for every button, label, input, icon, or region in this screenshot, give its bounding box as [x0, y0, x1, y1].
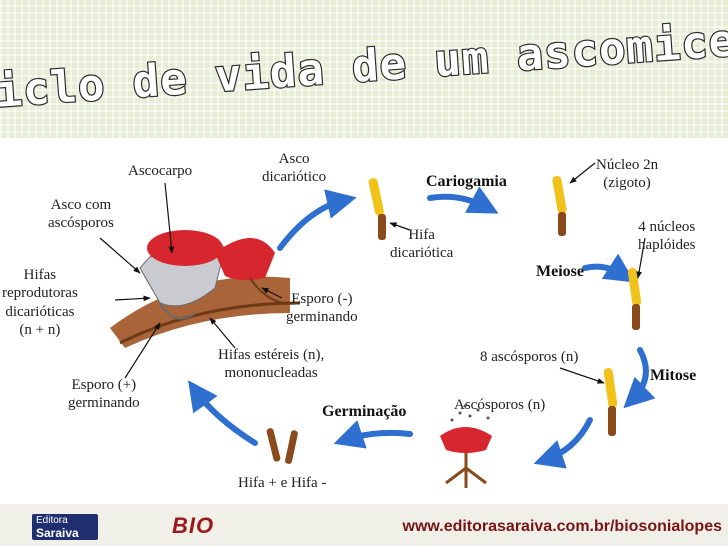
label-8-ascosporos: 8 ascósporos (n) — [480, 349, 579, 365]
label-esporo-menos: Esporo (-)germinando — [286, 291, 358, 326]
ascus-dicariotico — [368, 178, 386, 240]
leader-hifas-rep — [114, 295, 151, 302]
ascus-oito-ascosporos — [603, 368, 618, 436]
label-ascosporos: Ascósporos (n) — [454, 397, 546, 413]
leader-esporo-mais — [124, 322, 161, 379]
footer-bar — [0, 504, 728, 546]
leader-8ascosporos — [559, 367, 605, 384]
leader-esporo-menos — [261, 287, 283, 299]
arrow-cariogamia — [427, 186, 499, 214]
arrow-mitose — [623, 347, 656, 409]
arrow-to-ascosporos — [533, 417, 593, 469]
leader-nucleo — [569, 162, 596, 184]
leader-hifa-dic — [389, 222, 411, 231]
leader-lines — [99, 162, 646, 384]
label-germinacao: Germinação — [322, 403, 407, 420]
hifa-mais-menos — [266, 428, 298, 464]
label-nucleo-2n: Núcleo 2n(zigoto) — [596, 157, 659, 192]
label-meiose: Meiose — [536, 263, 584, 280]
label-mitose: Mitose — [650, 367, 697, 384]
brand-logo: Editora Saraiva — [32, 514, 98, 540]
arrow-meiose — [582, 253, 636, 283]
label-hifas-estereis: Hifas estéreis (n),mononucleadas — [218, 347, 325, 382]
ascus-zigoto — [552, 176, 567, 236]
leader-ascocarpo — [164, 182, 175, 254]
brand-bottom: Saraiva — [36, 525, 79, 540]
brand-top: Editora — [36, 515, 68, 526]
footer-url-link[interactable]: www.editorasaraiva.com.br/biosonialopes — [402, 518, 723, 535]
arrow-to-asco — [277, 189, 357, 251]
diagram-title: Ciclo de vida de um ascomiceto — [0, 18, 728, 108]
section-bio: BIO — [172, 513, 215, 538]
ascocarp-illustration — [110, 230, 301, 348]
ascosporos-release — [440, 404, 492, 488]
leader-4nucleos — [636, 237, 646, 279]
cycle-arrows — [188, 186, 656, 469]
leader-asco-com — [99, 237, 141, 274]
arrow-germinacao — [333, 420, 413, 449]
label-hifa-mais-menos: Hifa + e Hifa - — [238, 475, 327, 491]
leader-hifas-est — [209, 317, 236, 349]
label-esporo-mais: Esporo (+)germinando — [68, 377, 140, 412]
ascus-meiose — [627, 268, 642, 330]
label-cariogamia: Cariogamia — [426, 173, 507, 190]
arrow-to-esporo — [188, 380, 258, 446]
label-ascocarpo: Ascocarpo — [128, 163, 193, 179]
title-text: Ciclo de vida de um ascomiceto — [0, 18, 728, 108]
